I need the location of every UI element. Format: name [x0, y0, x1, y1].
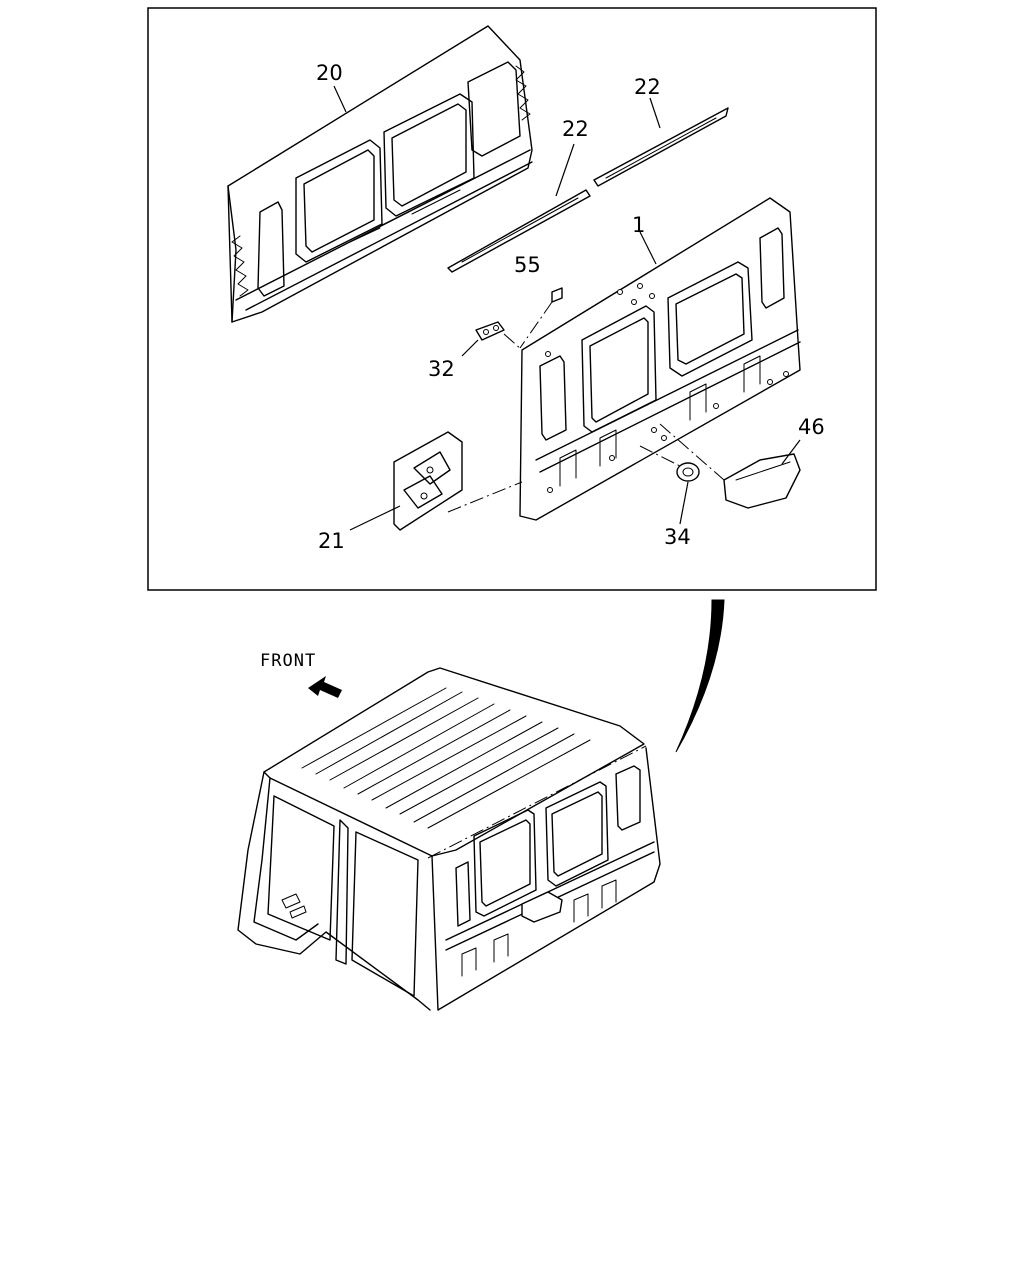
connector-swoosh [675, 599, 725, 753]
part-21-hinge-bracket [393, 431, 523, 531]
leader-34 [679, 481, 689, 525]
callout-22-right: 22 [634, 75, 661, 99]
callout-55: 55 [514, 253, 541, 277]
front-label: FRONT [260, 651, 316, 671]
part-1-outer-rear-panel [519, 197, 801, 521]
leader-46 [781, 439, 801, 465]
front-arrow-icon [308, 676, 342, 698]
part-32-clip [475, 321, 523, 351]
leader-21 [349, 505, 401, 531]
part-34-grommet [639, 445, 700, 482]
cab-assembly [237, 667, 661, 1011]
callout-32: 32 [428, 357, 455, 381]
part-20-inner-rear-panel [227, 25, 533, 323]
part-22-strip-left [447, 189, 591, 273]
callout-20: 20 [316, 61, 343, 85]
callout-34: 34 [664, 525, 691, 549]
callout-1: 1 [632, 213, 645, 237]
leader-32 [461, 339, 479, 357]
callout-46: 46 [798, 415, 825, 439]
part-46-cover [659, 423, 801, 509]
part-22-strip-right [593, 107, 729, 187]
leader-22b [649, 97, 661, 129]
exploded-view-frame [147, 7, 877, 591]
part-55-bracket [519, 287, 563, 349]
leader-1 [639, 231, 657, 265]
leader-20 [333, 85, 347, 113]
leader-22a [555, 143, 575, 197]
callout-22-left: 22 [562, 117, 589, 141]
callout-21: 21 [318, 529, 345, 553]
